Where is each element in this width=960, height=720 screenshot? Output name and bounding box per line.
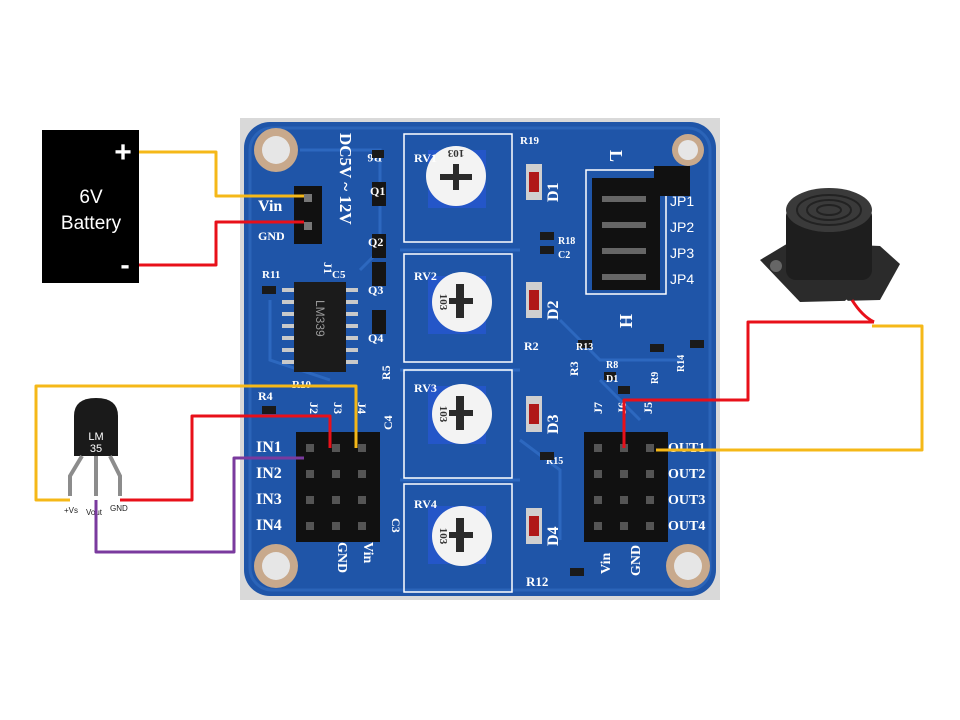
wire-buzzer-yellow bbox=[656, 324, 924, 452]
jumper-h-label: H bbox=[616, 314, 636, 328]
r11-label: R11 bbox=[262, 269, 280, 281]
input-header: IN1 IN2 IN3 IN4 GND Vin bbox=[256, 432, 380, 573]
rv1-label: RV1 bbox=[414, 151, 437, 165]
rv4-marking: 103 bbox=[437, 528, 449, 545]
d1-small-label: D1 bbox=[606, 374, 618, 385]
sensor-label-bottom: 35 bbox=[90, 443, 102, 455]
transistor-column: Q1 Q2 Q3 Q4 R6 bbox=[367, 151, 386, 345]
q1-label: Q1 bbox=[370, 184, 385, 198]
dc-voltage-label: DC5V ~ 12V bbox=[336, 133, 355, 225]
r9-label: R9 bbox=[650, 372, 661, 384]
r18-label: R18 bbox=[558, 236, 575, 247]
c5-label: C5 bbox=[332, 269, 346, 281]
in-gnd-label: GND bbox=[334, 542, 349, 573]
pot-rv2: RV2 103 bbox=[403, 253, 513, 363]
power-vin-label: Vin bbox=[258, 198, 282, 215]
wire-battery-positive bbox=[139, 150, 304, 198]
jp2-label: JP2 bbox=[670, 219, 694, 235]
r5-label: R5 bbox=[379, 365, 393, 380]
r4-label: R4 bbox=[258, 389, 273, 403]
mounting-holes bbox=[254, 128, 710, 588]
rv3-label: RV3 bbox=[414, 381, 437, 395]
j5-label: J5 bbox=[641, 402, 655, 414]
sensor-pin-vout-label: Vout bbox=[86, 508, 103, 517]
leds: D1 D2 D3 D4 R19 R18 C2 R2 R15 R12 bbox=[520, 135, 575, 589]
wire-battery-negative bbox=[139, 220, 304, 267]
rv1-marking: 103 bbox=[447, 147, 464, 159]
pot-rv1: RV1 103 bbox=[403, 133, 513, 243]
in2-label: IN2 bbox=[256, 465, 282, 482]
in3-label: IN3 bbox=[256, 491, 282, 508]
out3-label: OUT3 bbox=[668, 493, 705, 508]
jp4-label: JP4 bbox=[670, 271, 694, 287]
q2-label: Q2 bbox=[368, 235, 383, 249]
rv2-marking: 103 bbox=[437, 294, 449, 311]
r2-label: R2 bbox=[524, 339, 539, 353]
j7-label: J7 bbox=[591, 402, 605, 414]
q3-label: Q3 bbox=[368, 283, 383, 297]
rv3-marking: 103 bbox=[437, 406, 449, 423]
comparator-board: Vin GND J1 DC5V ~ 12V Q1 Q2 Q3 Q4 R6 bbox=[240, 118, 720, 600]
comparator-chip: LM339 R11 C5 R10 bbox=[262, 269, 358, 391]
in1-label: IN1 bbox=[256, 439, 282, 456]
wire-sensor-gnd bbox=[120, 414, 332, 502]
pot-rv4: RV4 103 bbox=[403, 483, 513, 593]
r12-label: R12 bbox=[526, 574, 548, 589]
q4-label: Q4 bbox=[368, 331, 383, 345]
battery-minus-label: - bbox=[120, 249, 129, 280]
out2-label: OUT2 bbox=[668, 467, 705, 482]
sensor-pin-gnd-label: GND bbox=[110, 504, 128, 513]
sensor-pin-vs-label: +Vs bbox=[64, 506, 78, 515]
out4-label: OUT4 bbox=[668, 519, 705, 534]
out-vin-label: Vin bbox=[599, 553, 614, 574]
jumper-block: L H JP1 JP2 JP3 JP4 bbox=[585, 150, 694, 328]
wire-buzzer-red bbox=[622, 320, 874, 448]
c2-label: C2 bbox=[558, 250, 570, 261]
j1-label: J1 bbox=[321, 262, 335, 274]
out-gnd-label: GND bbox=[629, 545, 644, 576]
jp3-label: JP3 bbox=[670, 245, 694, 261]
r8-label: R8 bbox=[606, 360, 618, 371]
c4-label: C4 bbox=[381, 415, 395, 430]
wire-sensor-vs bbox=[34, 384, 358, 502]
r19-label: R19 bbox=[520, 135, 539, 147]
r15-label: R15 bbox=[546, 456, 563, 467]
in4-label: IN4 bbox=[256, 517, 282, 534]
r13-label: R13 bbox=[576, 342, 593, 353]
wire-sensor-vout bbox=[94, 456, 304, 554]
j2-label: J2 bbox=[307, 402, 321, 414]
jumper-l-label: L bbox=[606, 150, 626, 162]
sensor-label-top: LM bbox=[88, 431, 103, 443]
lm35-sensor: LM 35 +Vs Vout GND bbox=[64, 398, 128, 517]
d4-label: D4 bbox=[545, 526, 562, 546]
d2-label: D2 bbox=[545, 300, 562, 320]
j6-label: J6 bbox=[615, 402, 629, 414]
rv4-label: RV4 bbox=[414, 497, 437, 511]
d3-label: D3 bbox=[545, 414, 562, 434]
wires bbox=[34, 150, 924, 554]
buzzer bbox=[760, 188, 900, 327]
j3-label: J3 bbox=[331, 402, 345, 414]
pcb-traces bbox=[268, 148, 680, 540]
rv2-label: RV2 bbox=[414, 269, 437, 283]
battery: + 6V Battery - bbox=[42, 130, 139, 283]
j4-label: J4 bbox=[355, 402, 369, 414]
c3-label: C3 bbox=[389, 518, 403, 533]
d1-label: D1 bbox=[545, 182, 562, 202]
battery-name-label: Battery bbox=[61, 213, 122, 234]
chip-marking: LM339 bbox=[313, 300, 327, 337]
smd-components bbox=[262, 150, 704, 576]
potentiometers: RV1 103 RV2 103 RV3 103 bbox=[403, 133, 513, 593]
battery-plus-label: + bbox=[114, 136, 132, 169]
r3-label: R3 bbox=[567, 361, 581, 376]
jp1-label: JP1 bbox=[670, 193, 694, 209]
battery-voltage-label: 6V bbox=[79, 187, 103, 208]
power-gnd-label: GND bbox=[258, 229, 285, 243]
in-vin-label: Vin bbox=[360, 542, 375, 563]
r14-label: R14 bbox=[676, 355, 687, 372]
pot-rv3: RV3 103 bbox=[403, 369, 513, 479]
